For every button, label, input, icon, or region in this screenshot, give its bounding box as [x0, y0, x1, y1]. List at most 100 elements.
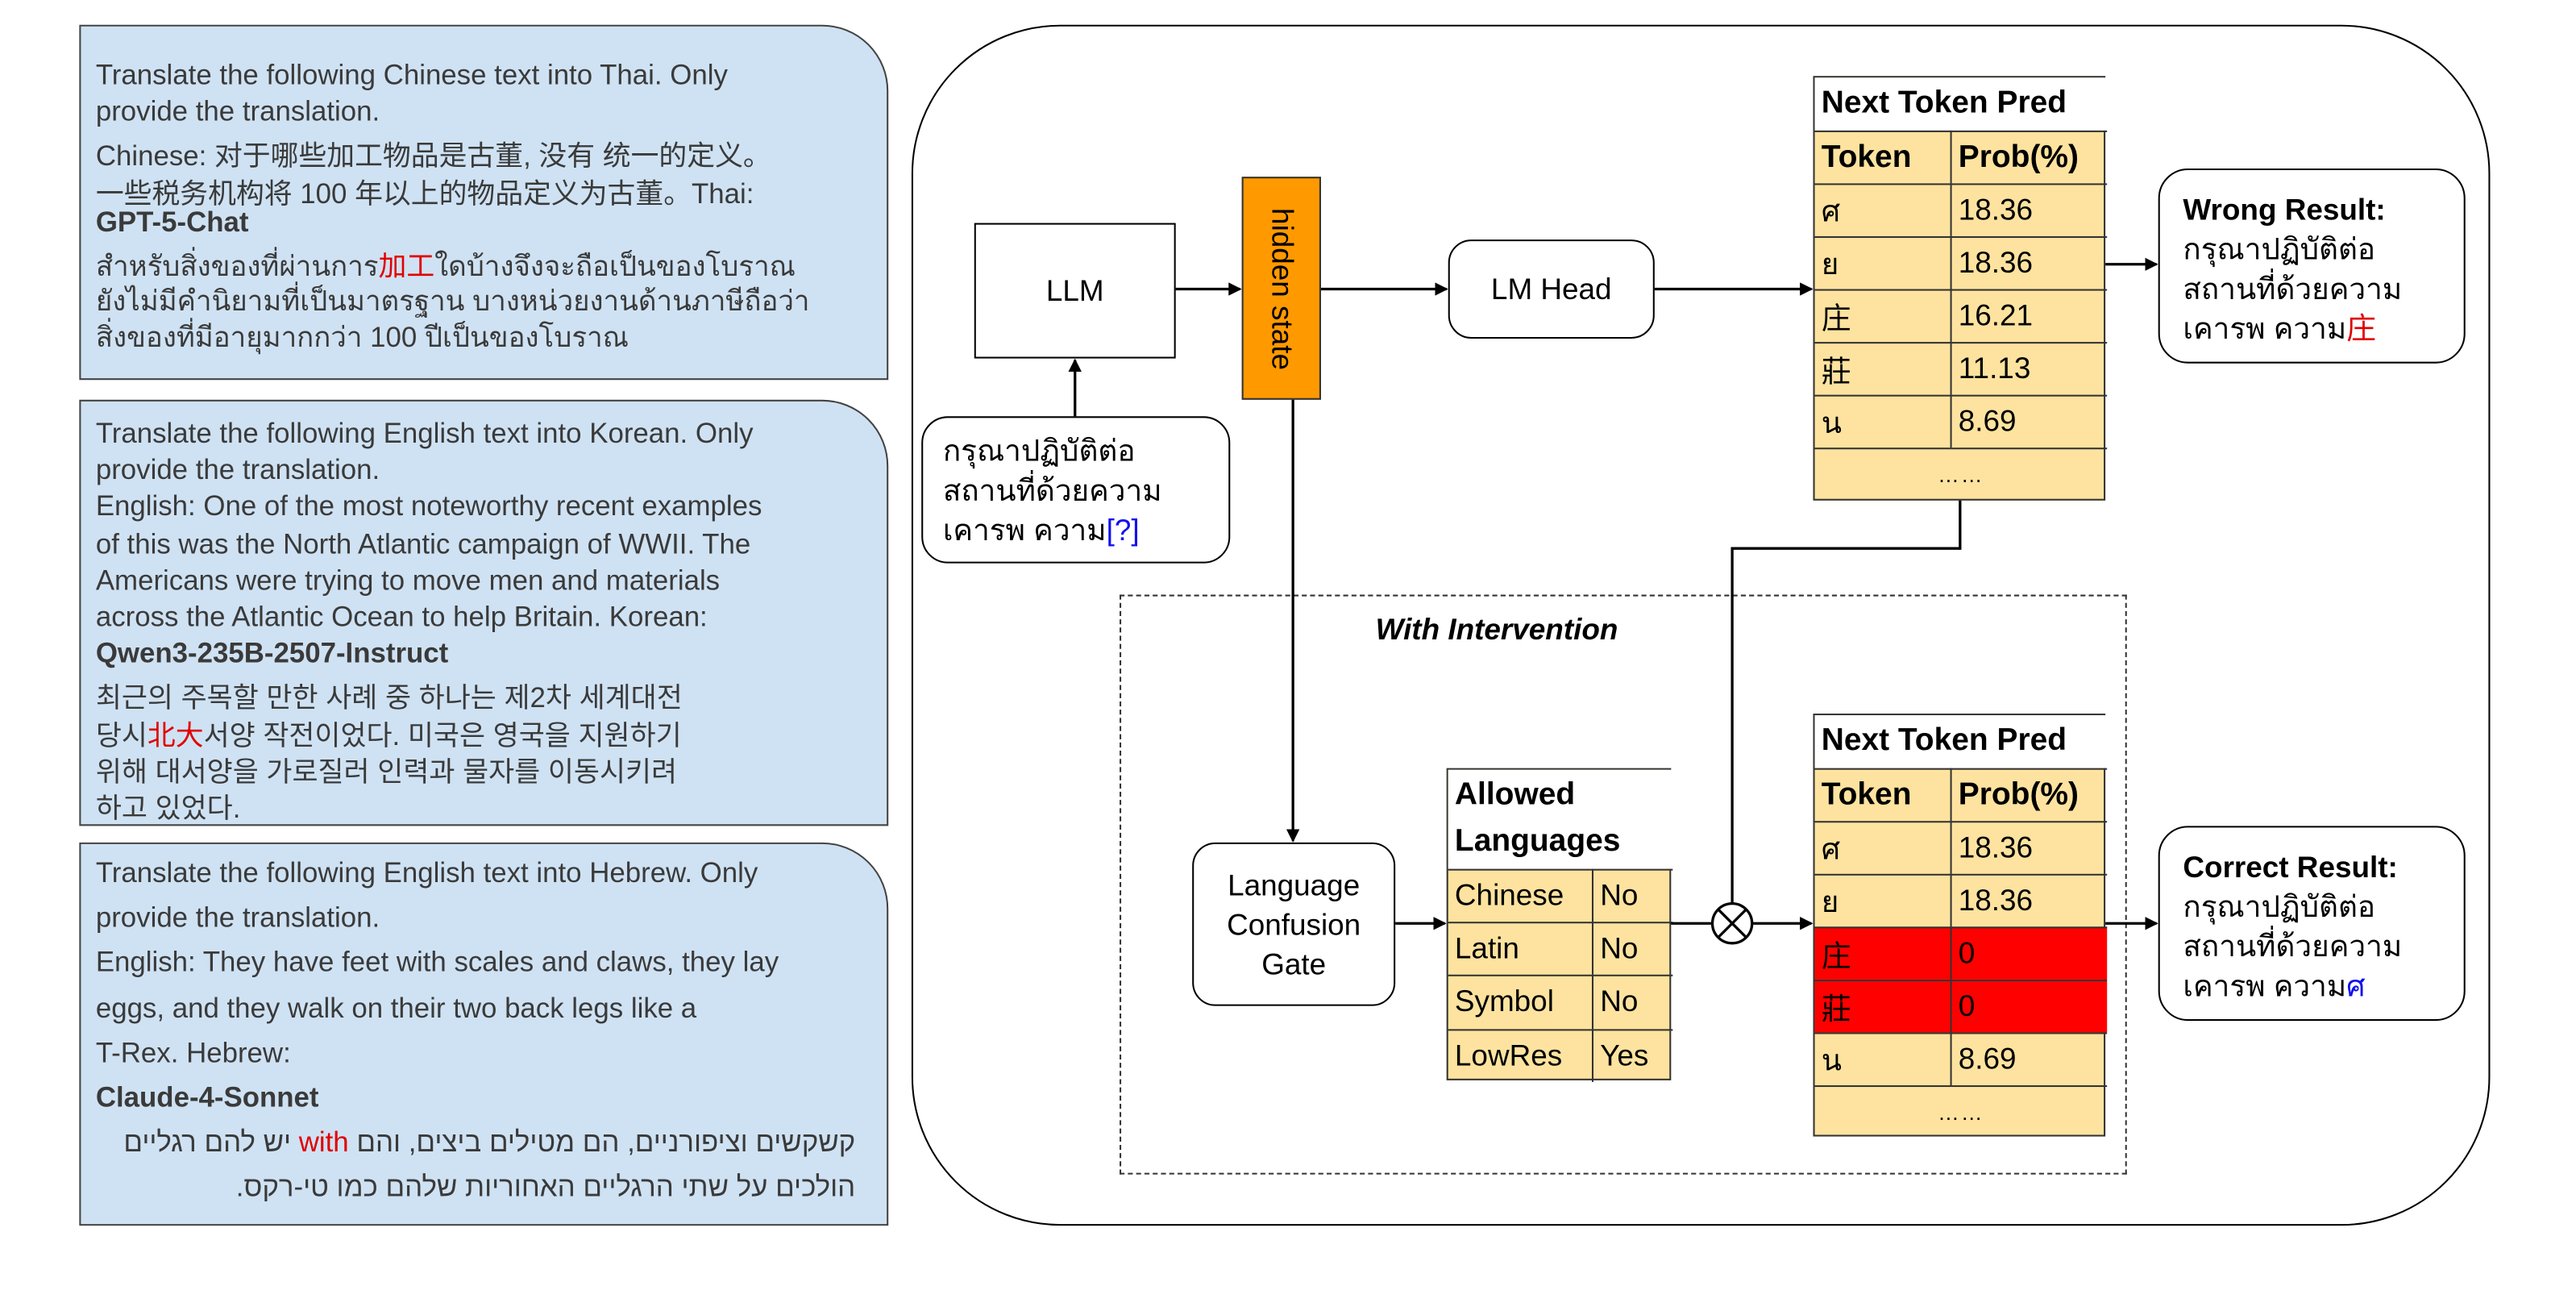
output-line: 하고 있었다. [96, 785, 241, 826]
language-cell: Symbol [1448, 975, 1592, 1029]
column-header: Token [1814, 130, 1951, 184]
prompt-line: 一些税务机构将 100 年以上的物品定义为古董。Thai: [95, 177, 754, 210]
ellipsis-row: …… [1814, 1085, 2108, 1138]
output-line: 최근의 주목할 만한 사례 중 하나는 제2차 세계대전 [96, 675, 683, 716]
token-cell: ย [1814, 235, 1951, 289]
token-cell: น [1814, 1032, 1951, 1085]
output-text: 최근의 주목할 만한 사례 중 하나는 제2차 세계대전 [95, 682, 683, 714]
error-token: 加工 [378, 251, 435, 283]
token-cell: ศ [1814, 183, 1951, 236]
token-cell: 庄 [1814, 926, 1951, 980]
language-confusion-gate: Language Confusion Gate [1192, 842, 1396, 1006]
wrong-result-title: Wrong Result: [2183, 193, 2386, 227]
column-header: Prob(%) [1950, 768, 2108, 822]
allowed-title-line: Languages [1454, 824, 1621, 860]
line-logits-to-multiply [1730, 500, 1962, 904]
result-line: กรุณาปฏิบัติต่อ [2183, 890, 2376, 924]
output-line: 당시北大서양 작전이었다. 미국은 영국을 지원하기 [96, 711, 682, 752]
token-cell: 莊 [1814, 979, 1951, 1033]
output-text: ยังไม่มีคำนิยามที่เป็นมาตรฐาน บางหน่วยงา… [95, 285, 810, 318]
prob-cell: 0 [1950, 979, 2108, 1033]
correct-result-box: Correct Result: กรุณาปฏิบัติต่อ สถานที่ด… [2158, 826, 2466, 1022]
table-title: Next Token Pred [1814, 715, 2108, 768]
wrong-result-box: Wrong Result: กรุณาปฏิบัติต่อ สถานที่ด้ว… [2158, 168, 2466, 364]
example-panel-qwen3: Translate the following English text int… [79, 399, 889, 826]
lm-head-box: LM Head [1448, 239, 1655, 339]
prompt-line: eggs, and they walk on their two back le… [95, 992, 697, 1024]
method-frame [911, 24, 2491, 1226]
output-text: สำหรับสิ่งของที่ผ่านการ [95, 251, 379, 283]
token-cell: ศ [1814, 821, 1951, 874]
prompt-line: Chinese: 对于哪些加工物品是古董, 没有 统一的定义。 [95, 140, 771, 173]
error-token: 北大 [147, 719, 204, 751]
model-name: Claude-4-Sonnet [95, 1081, 319, 1113]
output-text: สิ่งของที่มีอายุมากกว่า 100 ปีเป็นของโบร… [95, 323, 629, 355]
prompt-line: Translate the following English text int… [95, 857, 758, 889]
output-text: הולכים על שתי הרגליים האחוריות שלהם כמו … [235, 1172, 856, 1204]
output-text: ใดบ้างจึงจะถือเป็นของโบราณ [434, 251, 796, 283]
output-text: 하고 있었다. [95, 793, 241, 825]
column-header: Prob(%) [1950, 130, 2108, 184]
prob-cell: 8.69 [1950, 394, 2108, 448]
allowed-title-line: Allowed [1454, 777, 1576, 813]
column-header: Token [1814, 768, 1951, 822]
prompt-line: of this was the North Atlantic campaign … [95, 527, 751, 560]
table-title: Next Token Pred [1814, 77, 2108, 131]
example-panel-claude: Translate the following English text int… [79, 842, 889, 1226]
model-name: Qwen3-235B-2507-Instruct [95, 638, 449, 670]
allowed-cell: No [1591, 922, 1673, 976]
gate-label: Language [1228, 868, 1361, 901]
input-line: สถานที่ด้วยความ [942, 473, 1162, 507]
llm-label: LLM [1045, 273, 1104, 307]
result-line: สถานที่ด้วยความ [2183, 273, 2403, 306]
allowed-cell: Yes [1591, 1028, 1673, 1082]
prompt-line: Translate the following Chinese text int… [95, 59, 728, 91]
token-cell: 庄 [1814, 289, 1951, 343]
token-cell: ย [1814, 873, 1951, 927]
output-text: קשקשים וציפורניים, הם מטילים ביצים, והם [348, 1126, 856, 1159]
model-name: GPT-5-Chat [95, 206, 249, 238]
prompt-line: provide the translation. [95, 901, 380, 934]
result-line: สถานที่ด้วยความ [2183, 930, 2403, 964]
result-line: เคารพ ความ [2183, 969, 2347, 1003]
prob-cell: 8.69 [1950, 1032, 2108, 1086]
output-line: קשקשים וציפורניים, הם מטילים ביצים, והם … [96, 1127, 855, 1160]
prompt-line: English: They have feet with scales and … [95, 947, 779, 979]
prob-cell: 18.36 [1950, 235, 2108, 289]
prob-cell: 0 [1950, 926, 2108, 980]
input-line: กรุณาปฏิบัติต่อ [942, 434, 1136, 468]
prompt-line: English: One of the most noteworthy rece… [95, 491, 762, 523]
language-cell: Chinese [1448, 868, 1592, 922]
prompt-line: T-Rex. Hebrew: [95, 1037, 291, 1069]
output-text: 위해 대서양을 가로질러 인력과 물자를 이동시키려 [95, 755, 678, 788]
gate-label: Gate [1261, 947, 1327, 980]
result-line: กรุณาปฏิบัติต่อ [2183, 232, 2376, 266]
correct-token: ศ [2346, 969, 2366, 1003]
prob-cell: 18.36 [1950, 183, 2108, 236]
prob-cell: 11.13 [1950, 342, 2108, 395]
prompt-line: across the Atlantic Ocean to help Britai… [95, 601, 708, 633]
input-line: เคารพ ความ [942, 514, 1107, 547]
intervention-label: With Intervention [1375, 613, 1618, 647]
output-line: สำหรับสิ่งของที่ผ่านการ加工ใดบ้างจึงจะถือเ… [96, 243, 796, 289]
language-cell: LowRes [1448, 1028, 1592, 1082]
token-cell: น [1814, 394, 1951, 448]
llm-box: LLM [974, 223, 1176, 359]
prob-cell: 18.36 [1950, 821, 2108, 874]
prompt-line: provide the translation. [95, 96, 380, 128]
result-line: เคารพ ความ [2183, 312, 2347, 346]
gate-label: Confusion [1227, 907, 1361, 941]
language-cell: Latin [1448, 922, 1592, 976]
ellipsis-row: …… [1814, 447, 2108, 501]
output-text: 당시 [95, 719, 147, 751]
output-text: יש להם רגליים [123, 1126, 299, 1159]
prob-cell: 18.36 [1950, 873, 2108, 927]
unknown-token: [?] [1106, 514, 1140, 547]
output-line: 위해 대서양을 가로질러 인력과 물자를 이동시키려 [96, 748, 677, 789]
output-line: הולכים על שתי הרגליים האחוריות שלהם כמו … [96, 1172, 855, 1205]
prompt-line: Translate the following English text int… [95, 418, 754, 450]
